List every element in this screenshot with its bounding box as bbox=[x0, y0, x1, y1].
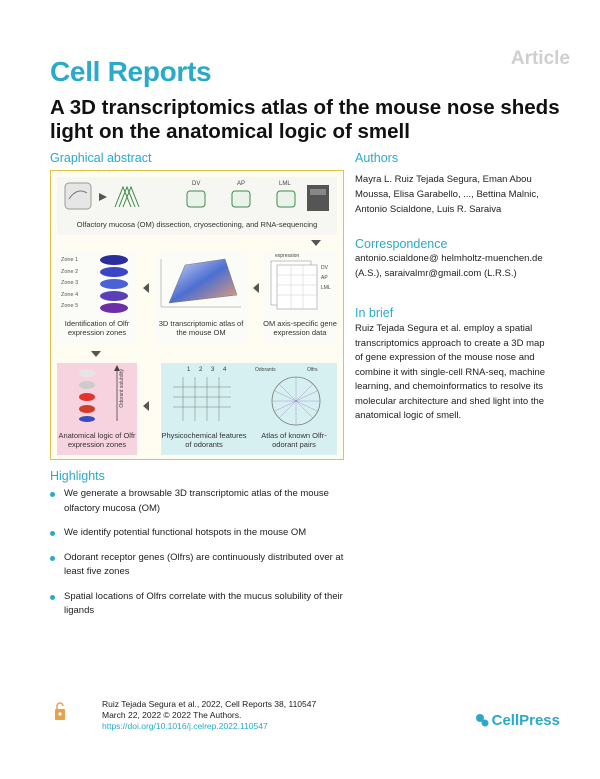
citation-text: Ruiz Tejada Segura et al., 2022, Cell Re… bbox=[102, 699, 317, 709]
column-label: 1 bbox=[187, 367, 191, 373]
axis-label-ap: AP bbox=[237, 181, 246, 187]
odorant-solubility-label: Odorant solubility bbox=[119, 369, 125, 408]
bullet-icon bbox=[50, 594, 55, 600]
panel5-caption: Anatomical logic of Olfr expression zone… bbox=[58, 431, 136, 449]
panel7-caption: Atlas of known Olfr-odorant pairs bbox=[261, 431, 327, 449]
publisher-name: CellPress bbox=[491, 712, 560, 729]
highlight-item: We identify potential functional hotspot… bbox=[50, 526, 350, 541]
highlight-item: We generate a browsable 3D transcriptomi… bbox=[50, 487, 350, 516]
highlight-item: Odorant receptor genes (Olfrs) are conti… bbox=[50, 551, 350, 580]
article-type-label: Article bbox=[510, 48, 570, 69]
article-title: A 3D transcriptomics atlas of the mouse … bbox=[50, 96, 560, 143]
physicochemical-table-illustration bbox=[173, 377, 231, 421]
column-label: 3 bbox=[211, 367, 215, 373]
panel-physchem-and-pairs: 1 2 3 4 Physicochemical features of odor… bbox=[161, 363, 337, 455]
zone-label: Zone 1 bbox=[61, 257, 79, 263]
column-label: 2 bbox=[199, 367, 203, 373]
correspondence-heading: Correspondence bbox=[355, 237, 448, 251]
publication-date: March 22, 2022 © 2022 The Authors. bbox=[102, 710, 242, 720]
arrow-left-icon bbox=[143, 283, 149, 293]
doi-link[interactable]: https://doi.org/10.1016/j.celrep.2022.11… bbox=[102, 721, 268, 731]
panel4-caption: OM axis-specific gene expression data bbox=[263, 319, 337, 337]
journal-name: Cell Reports bbox=[50, 56, 212, 87]
graphical-abstract-figure: DV AP LML Olfactory mucosa (OM) dissecti… bbox=[50, 170, 344, 460]
bullet-icon bbox=[50, 555, 55, 561]
panel-dissection: DV AP LML Olfactory mucosa (OM) dissecti… bbox=[57, 177, 337, 235]
legend-odorants: Odorants bbox=[255, 367, 276, 373]
panel-anatomical-logic: Odorant solubility Anatomical logic of O… bbox=[57, 363, 137, 455]
dissection-illustration bbox=[64, 182, 329, 211]
open-access-icon bbox=[55, 702, 65, 720]
arrow-down-icon bbox=[311, 240, 321, 246]
zone-label: Zone 2 bbox=[61, 268, 79, 275]
column-label: 4 bbox=[223, 367, 227, 373]
zone-label: Zone 5 bbox=[61, 303, 79, 309]
axis-label-lml: LML bbox=[279, 181, 291, 187]
authors-list: Mayra L. Ruiz Tejada Segura, Eman Abou M… bbox=[355, 174, 539, 215]
correspondence-text[interactable]: antonio.scialdone@ helmholtz-muenchen.de… bbox=[355, 253, 543, 279]
axis-label-lml: LML bbox=[321, 285, 331, 291]
arrow-left-icon bbox=[143, 401, 149, 411]
graphical-abstract-heading: Graphical abstract bbox=[50, 151, 152, 165]
axis-data-illustration bbox=[270, 260, 318, 310]
atlas-3d-illustration bbox=[160, 258, 241, 308]
axis-label-dv: DV bbox=[192, 181, 201, 187]
cellpress-logo: CellPress bbox=[475, 712, 560, 729]
legend-olfrs: Olfrs bbox=[307, 367, 318, 373]
zone-label: Zone 4 bbox=[61, 291, 79, 298]
citation-footer: Ruiz Tejada Segura et al., 2022, Cell Re… bbox=[102, 699, 316, 732]
panel6-caption: Physicochemical features of odorants bbox=[161, 431, 247, 449]
panel-3d-atlas: 3D transcriptomic atlas of the mouse OM bbox=[155, 251, 247, 343]
cellpress-icon bbox=[475, 713, 489, 727]
panel-axis-data: expression DV AP LML OM axis-specific ge… bbox=[263, 251, 337, 343]
highlights-list: We generate a browsable 3D transcriptomi… bbox=[50, 487, 350, 629]
axis-label-expression: expression bbox=[275, 253, 300, 259]
chord-diagram-illustration bbox=[271, 376, 321, 426]
highlight-item: Spatial locations of Olfrs correlate wit… bbox=[50, 590, 350, 619]
anatomical-logic-illustration bbox=[79, 365, 120, 422]
panel3-caption: 3D transcriptomic atlas of the mouse OM bbox=[158, 319, 244, 337]
panel-zones: Zone 1 Zone 2 Zone 3 Zone 4 Zone 5 Ident… bbox=[57, 251, 137, 343]
highlights-heading: Highlights bbox=[50, 469, 105, 483]
in-brief-heading: In brief bbox=[355, 306, 394, 320]
in-brief-text: Ruiz Tejada Segura et al. employ a spati… bbox=[355, 323, 546, 421]
panel2-caption: Identification of Olfr expression zones bbox=[64, 319, 130, 337]
panel1-caption: Olfactory mucosa (OM) dissection, cryose… bbox=[76, 220, 318, 229]
zone-label: Zone 3 bbox=[61, 280, 79, 286]
authors-heading: Authors bbox=[355, 151, 399, 165]
bullet-icon bbox=[50, 531, 55, 536]
arrow-left-icon bbox=[253, 283, 259, 293]
arrow-down-icon bbox=[91, 351, 101, 357]
bullet-icon bbox=[50, 492, 55, 497]
axis-label-ap: AP bbox=[321, 275, 328, 281]
axis-label-dv: DV bbox=[321, 265, 328, 271]
zone-map-illustration bbox=[100, 255, 128, 313]
